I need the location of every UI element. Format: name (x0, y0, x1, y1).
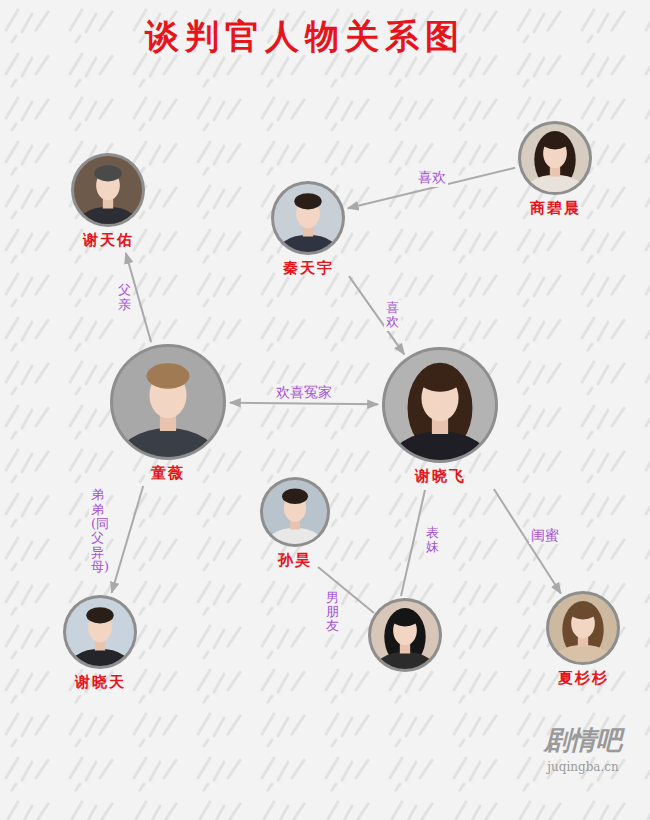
person-name: 谢晓天 (63, 673, 137, 691)
leader-line (401, 490, 425, 596)
shoulders (275, 235, 342, 255)
person-node: 谢晓飞 (382, 347, 498, 485)
person-name: 秦天宇 (271, 259, 345, 277)
shoulders (264, 528, 327, 547)
relation-connector (348, 168, 515, 209)
shoulders (550, 645, 617, 665)
photo (271, 181, 345, 255)
relation-label: 欢喜冤家 (274, 384, 334, 401)
hair (541, 133, 568, 149)
portrait (546, 591, 620, 665)
photo (546, 591, 620, 665)
shoulders (372, 652, 439, 696)
relation-connector (349, 276, 404, 354)
hair (282, 489, 308, 504)
portrait (260, 477, 330, 547)
hair (419, 366, 462, 392)
person-node: 孙昊 (260, 477, 330, 569)
relation-label: 闺蜜 (529, 527, 561, 544)
person-name: 谢晓飞 (382, 467, 498, 485)
person-node: 谢晓天 (63, 595, 137, 691)
portrait (368, 598, 442, 696)
watermark: 剧情吧 (544, 726, 622, 755)
relation-label: 喜欢 (416, 169, 448, 186)
person-node: 童薇 (110, 344, 226, 482)
relation-label: 父亲 (116, 282, 133, 313)
person-node: 夏杉杉 (546, 591, 620, 687)
person-node: 谢天佑 (71, 153, 145, 249)
person-name: 夏杉杉 (546, 669, 620, 687)
person-name: 童薇 (110, 464, 226, 482)
person-name: 孙昊 (260, 551, 330, 569)
relation-label: 表妹 (424, 525, 441, 556)
person-node: 秦天宇 (271, 181, 345, 277)
relation-connector (230, 403, 378, 405)
photo (368, 598, 442, 696)
relation-label: 喜欢 (384, 300, 401, 331)
relation-label: 弟弟(同父异母) (89, 487, 106, 575)
portrait (271, 181, 345, 255)
person-name: 谢天佑 (71, 231, 145, 249)
portrait (63, 595, 137, 669)
person-node: 商碧晨 (518, 121, 592, 217)
photo (71, 153, 145, 227)
photo (518, 121, 592, 195)
diagram-title: 谈判官人物关系图 (0, 16, 610, 57)
hair (94, 165, 121, 181)
portrait (518, 121, 592, 195)
relation-connector (494, 489, 561, 593)
shoulders (75, 207, 142, 227)
hair (147, 363, 190, 389)
shoulders (522, 175, 589, 195)
photo (63, 595, 137, 669)
hair (86, 607, 113, 623)
hair (569, 603, 596, 619)
portrait (71, 153, 145, 227)
shoulders (388, 431, 492, 463)
portrait (382, 347, 498, 463)
relation-label: 男朋友 (324, 590, 341, 635)
portrait (110, 344, 226, 460)
watermark: juqingba.cn (547, 761, 618, 774)
hair (294, 193, 321, 209)
hair (391, 610, 418, 626)
photo (110, 344, 226, 460)
shoulders (67, 649, 134, 669)
relation-connector (112, 486, 144, 593)
photo (382, 347, 498, 463)
shoulders (116, 428, 220, 460)
photo (260, 477, 330, 547)
person-name: 商碧晨 (518, 199, 592, 217)
